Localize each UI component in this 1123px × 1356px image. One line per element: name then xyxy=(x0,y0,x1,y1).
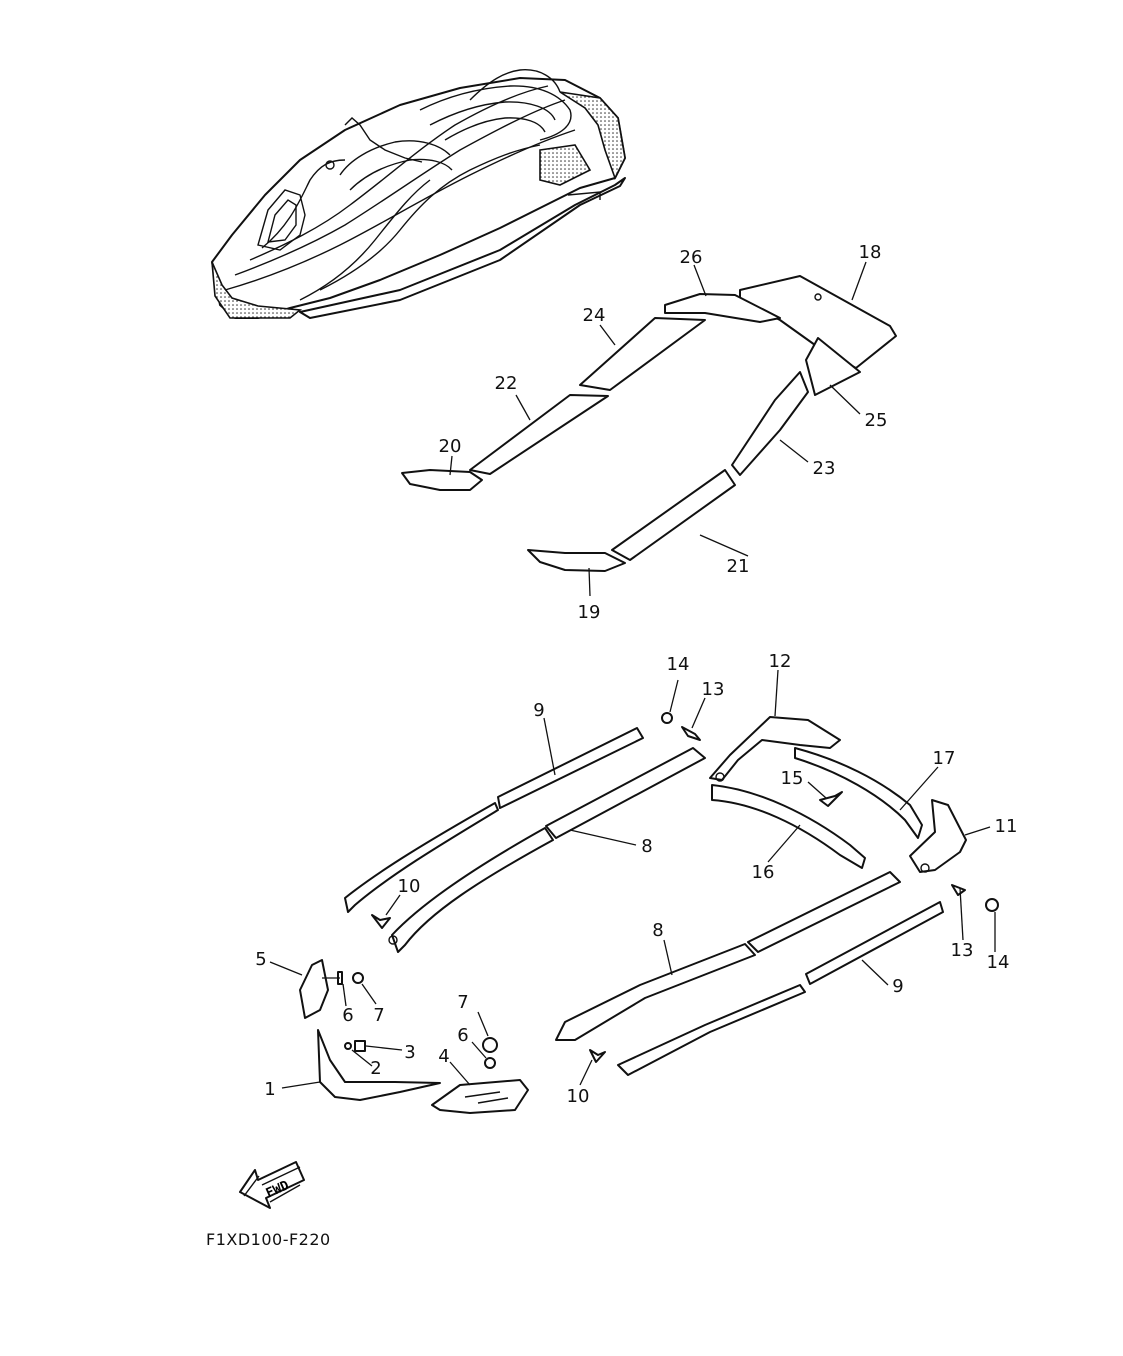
callout-16: 16 xyxy=(752,862,775,883)
callout-14-upper: 14 xyxy=(667,654,690,675)
part-23-mat xyxy=(731,371,809,476)
leader-lines xyxy=(269,261,996,1089)
callout-11: 11 xyxy=(995,816,1018,837)
callout-24: 24 xyxy=(583,305,606,326)
part-22-mat xyxy=(469,394,609,475)
callout-20: 20 xyxy=(439,436,462,457)
callout-labels: 18 26 24 22 20 25 23 21 19 14 13 12 9 17… xyxy=(255,242,1017,1107)
part-4-guard xyxy=(431,1079,529,1114)
part-12-corner xyxy=(709,716,841,781)
callout-21: 21 xyxy=(727,556,750,577)
part-13-pin xyxy=(681,726,701,741)
part-9-upper-rail xyxy=(497,727,644,809)
part-24-mat xyxy=(579,317,706,391)
part-8-upper-rail xyxy=(545,747,706,839)
callout-10-lower: 10 xyxy=(567,1086,590,1107)
part-25-mat xyxy=(805,337,861,396)
part-5-nose xyxy=(299,959,329,1019)
callout-23: 23 xyxy=(813,458,836,479)
part-1-bumper xyxy=(317,1029,441,1101)
part-16-strip xyxy=(711,784,866,869)
callout-7-lower: 7 xyxy=(457,992,468,1013)
callout-15: 15 xyxy=(781,768,804,789)
callout-9-lower: 9 xyxy=(892,976,903,997)
callout-17: 17 xyxy=(933,748,956,769)
callout-8-upper: 8 xyxy=(641,836,652,857)
callout-13-upper: 13 xyxy=(702,679,725,700)
part-7-nut xyxy=(352,972,364,984)
callout-9-upper: 9 xyxy=(533,700,544,721)
callout-6-lower: 6 xyxy=(457,1025,468,1046)
callout-12: 12 xyxy=(769,651,792,672)
callout-3: 3 xyxy=(404,1042,415,1063)
deck-mat-set xyxy=(401,275,897,572)
rail-parts xyxy=(299,712,999,1114)
part-15-pin xyxy=(819,791,843,807)
part-10-screw xyxy=(371,914,391,929)
callout-13-lower: 13 xyxy=(951,940,974,961)
fwd-arrow-icon: FWD xyxy=(239,1161,305,1209)
part-6-washer-b xyxy=(484,1057,496,1069)
part-10-screw-b xyxy=(589,1049,606,1063)
callout-18: 18 xyxy=(859,242,882,263)
callout-7-upper: 7 xyxy=(373,1005,384,1026)
callout-4: 4 xyxy=(438,1046,449,1067)
callout-22: 22 xyxy=(495,373,518,394)
part-14-cap xyxy=(661,712,673,724)
part-2-washer xyxy=(344,1042,352,1050)
callout-8-lower: 8 xyxy=(652,920,663,941)
callout-26: 26 xyxy=(680,247,703,268)
part-3-nut xyxy=(354,1040,366,1052)
callout-19: 19 xyxy=(578,602,601,623)
part-19-mat xyxy=(527,549,626,572)
callout-1: 1 xyxy=(264,1079,275,1100)
callout-25: 25 xyxy=(865,410,888,431)
part-8-lower-rail xyxy=(747,871,901,953)
callout-5: 5 xyxy=(255,949,266,970)
watercraft-illustration xyxy=(211,69,626,319)
part-17-strip xyxy=(794,747,923,839)
callout-6-upper: 6 xyxy=(342,1005,353,1026)
part-9-lower-rail xyxy=(805,901,944,985)
part-13-pin-b xyxy=(951,884,966,896)
callout-10-upper: 10 xyxy=(398,876,421,897)
callout-14-lower: 14 xyxy=(987,952,1010,973)
part-7-nut-b xyxy=(482,1037,498,1053)
callout-2: 2 xyxy=(370,1058,381,1079)
drawing-code: F1XD100-F220 xyxy=(206,1230,331,1249)
part-20-mat xyxy=(401,469,483,491)
part-21-mat xyxy=(611,469,736,561)
part-14-cap-b xyxy=(985,898,999,912)
